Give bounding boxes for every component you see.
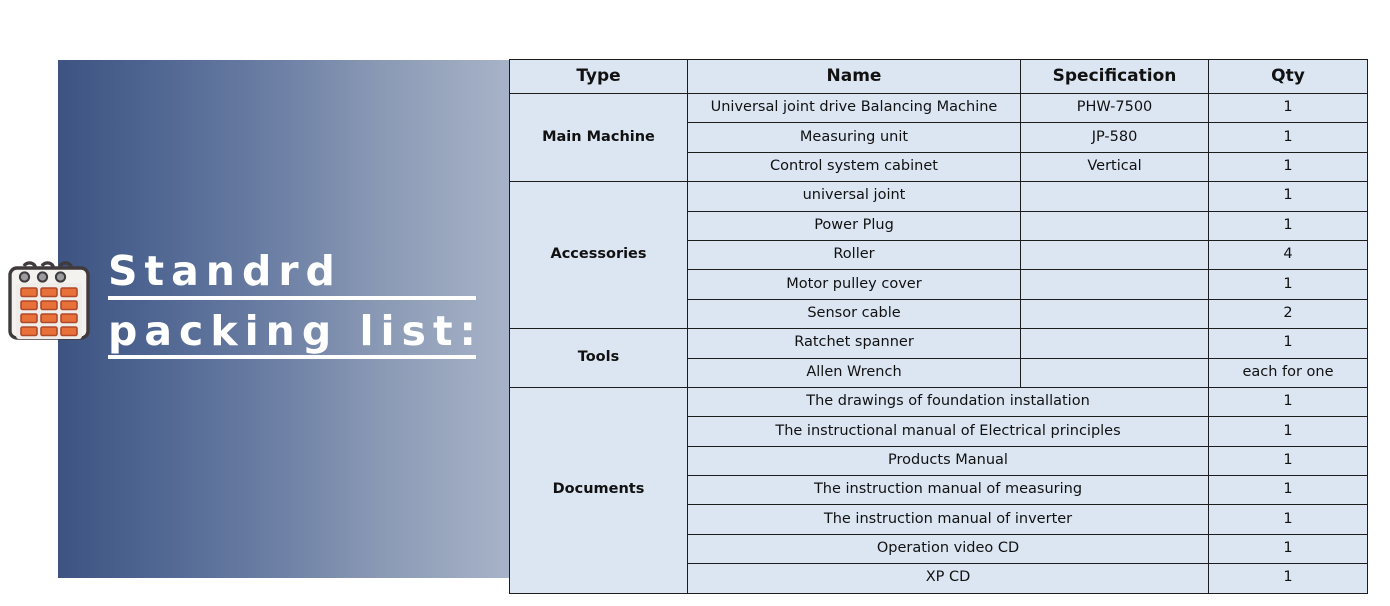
cell-name: universal joint [687,181,1021,212]
cell-specification [1020,269,1209,300]
table-row: Roller 4 [510,239,1368,271]
cell-qty: 1 [1208,328,1368,359]
cell-name: The instruction manual of inverter [687,504,1209,535]
table-row: The instructional manual of Electrical p… [510,416,1368,447]
cell-name: Control system cabinet [687,151,1021,183]
packing-list-table: Type Name Specification Qty Main Machine… [509,59,1368,594]
column-header-type: Type [509,59,688,94]
column-header-name: Name [687,59,1021,94]
cell-name: Sensor cable [687,298,1021,330]
table-row: Sensor cable 2 [510,298,1368,330]
page-title-line-1: Standrd [108,250,476,300]
cell-type: Documents [509,386,688,594]
cell-name: Operation video CD [687,533,1209,565]
cell-specification [1020,357,1209,388]
cell-qty: 1 [1208,475,1368,506]
calendar-checklist-icon [4,250,94,344]
cell-qty: 1 [1208,181,1368,212]
cell-name: Motor pulley cover [687,269,1021,300]
cell-qty: 1 [1208,504,1368,535]
cell-specification [1020,239,1209,271]
cell-type: Tools [509,328,688,388]
cell-qty: 1 [1208,151,1368,183]
cell-name: XP CD [687,563,1209,594]
cell-qty: 1 [1208,563,1368,594]
cell-name: Measuring unit [687,122,1021,153]
cell-name: Allen Wrench [687,357,1021,388]
cell-qty: 1 [1208,416,1368,447]
cell-specification: JP-580 [1020,122,1209,153]
table-row: Allen Wrench each for one [510,357,1368,388]
cell-qty: 1 [1208,386,1368,418]
cell-qty: 1 [1208,533,1368,565]
cell-name: The instructional manual of Electrical p… [687,416,1209,447]
table-header-row: Type Name Specification Qty [509,59,1368,94]
table-row: Power Plug 1 [510,210,1368,241]
cell-type: Accessories [509,181,688,330]
cell-qty: each for one [1208,357,1368,388]
cell-specification [1020,298,1209,330]
page-title-line-2: packing list: [108,309,476,360]
cell-qty: 4 [1208,239,1368,271]
cell-qty: 1 [1208,122,1368,153]
cell-name: Roller [687,239,1021,271]
cell-qty: 1 [1208,269,1368,300]
cell-name: The drawings of foundation installation [687,386,1209,418]
banner-panel: Standrd packing list: [58,60,510,578]
cell-qty: 1 [1208,92,1368,124]
cell-name: Products Manual [687,445,1209,477]
cell-name: Ratchet spanner [687,328,1021,359]
cell-specification [1020,328,1209,359]
cell-specification: PHW-7500 [1020,92,1209,124]
cell-specification [1020,181,1209,212]
cell-qty: 2 [1208,298,1368,330]
cell-name: The instruction manual of measuring [687,475,1209,506]
table-row: Motor pulley cover 1 [510,269,1368,300]
cell-type: Main Machine [509,92,688,183]
cell-name: Universal joint drive Balancing Machine [687,92,1021,124]
cell-specification [1020,210,1209,241]
page-title: Standrd packing list: [108,250,498,369]
column-header-qty: Qty [1208,59,1368,94]
column-header-specification: Specification [1020,59,1209,94]
cell-name: Power Plug [687,210,1021,241]
cell-qty: 1 [1208,210,1368,241]
cell-qty: 1 [1208,445,1368,477]
cell-specification: Vertical [1020,151,1209,183]
